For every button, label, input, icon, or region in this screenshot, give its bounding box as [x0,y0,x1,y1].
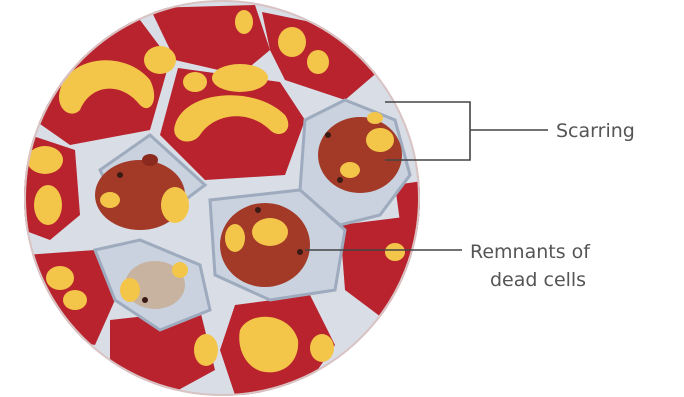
dead-cell-remnant [337,177,343,183]
dead-cell-remnant [117,172,123,178]
dead-cell-remnant [255,207,261,213]
fat-deposit [46,266,74,290]
fat-deposit [63,290,87,310]
fat-deposit [225,224,245,252]
fat-deposit [100,192,120,208]
fat-deposit [120,278,140,302]
fat-deposit [34,185,62,225]
remnants-label-line2: dead cells [490,269,586,291]
fat-deposit [310,334,334,362]
fat-deposit [144,46,176,74]
scarring-label: Scarring [556,120,635,142]
fat-deposit [235,10,253,34]
dead-cell [318,117,402,193]
fat-deposit [307,50,329,74]
fat-deposit [194,334,218,366]
remnants-label-line1: Remnants of [470,241,591,263]
dead-cell-remnant [325,132,331,138]
tissue-circle [10,0,432,397]
fat-deposit [183,72,207,92]
dead-cell-remnant [297,249,303,255]
fat-deposit [366,128,394,152]
fat-deposit [172,262,188,278]
fat-deposit [161,187,189,223]
fat-deposit [385,243,405,261]
fat-deposit [367,112,383,124]
fat-deposit [278,27,306,57]
dead-cell-remnant [142,297,148,303]
fat-deposit [340,162,360,178]
fat-deposit [212,64,268,92]
fat-deposit [252,218,288,246]
dead-cell-remnant [142,154,158,166]
fat-deposit [27,146,63,174]
